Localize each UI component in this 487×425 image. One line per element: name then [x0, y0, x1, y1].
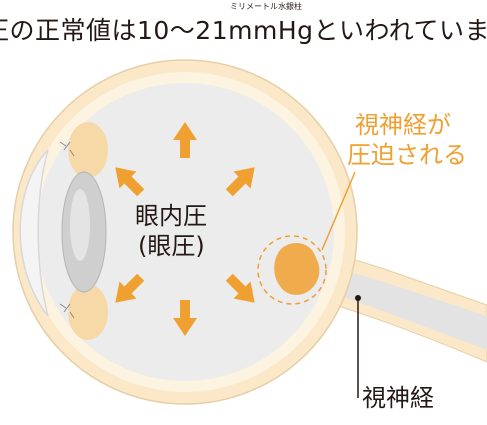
optic-disc-highlight	[257, 235, 327, 305]
pressure-label-line-1: 眼内圧	[135, 202, 207, 230]
arrow-down-right	[225, 273, 255, 303]
pressure-arrows	[115, 122, 255, 336]
nerve-label-dot	[355, 295, 361, 301]
arrow-up	[173, 122, 197, 158]
arrow-up-right	[225, 167, 255, 197]
eyelid-vessel-lower	[59, 303, 75, 319]
ruby-annotation: ミリメートル水銀柱	[230, 2, 302, 11]
optic-nerve-label: 視神経	[362, 384, 434, 412]
callout-line-1: 視神経が	[355, 111, 451, 139]
ciliary-body-lower	[68, 284, 108, 340]
eyelid-vessel-upper	[59, 141, 75, 157]
header-text: 圧の正常値は10〜21mmHgといわれていま	[0, 16, 487, 45]
optic-disc-blob	[274, 243, 320, 295]
cornea	[19, 149, 49, 317]
arrow-down-left	[115, 273, 145, 303]
callout-pointer	[321, 171, 356, 251]
ciliary-body-upper	[68, 122, 108, 178]
lens-highlight	[70, 189, 90, 261]
optic-nerve-core	[318, 264, 487, 350]
eye-interior	[36, 83, 334, 381]
callout-line-2: 圧迫される	[347, 141, 467, 169]
arrow-down	[173, 300, 197, 336]
arrow-up-left	[115, 167, 145, 197]
pressure-label-line-2: (眼圧)	[138, 232, 205, 260]
